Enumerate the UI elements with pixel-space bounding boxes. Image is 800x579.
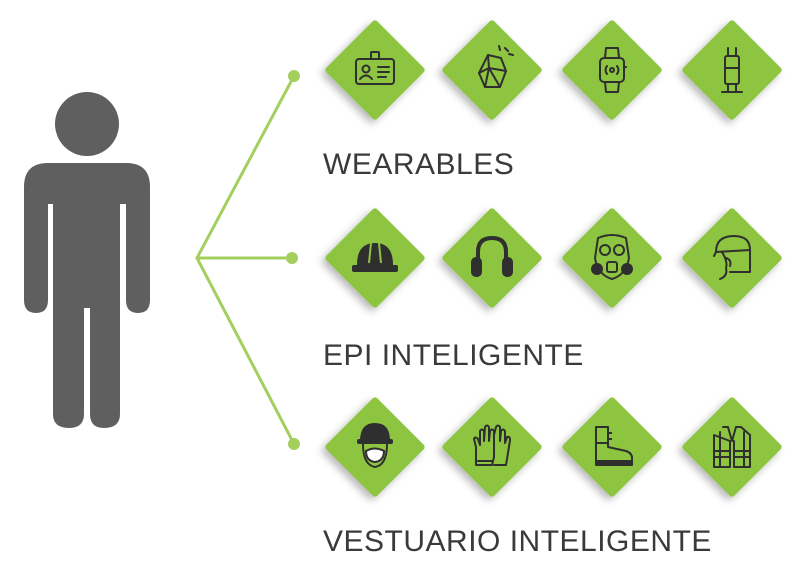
- person-icon: [24, 92, 150, 428]
- tile: [682, 208, 782, 308]
- connector-dots: [286, 70, 300, 450]
- tile-row-wearables: [325, 20, 782, 120]
- section-label-vestuario-inteligente: VESTUARIO INTELIGENTE: [323, 525, 712, 558]
- connector-dot: [286, 252, 298, 264]
- tile: [682, 397, 782, 497]
- connector-line-wearables: [195, 74, 296, 260]
- tile: [562, 208, 662, 308]
- id-badge-icon: [355, 51, 395, 85]
- smartwatch-icon: [599, 47, 627, 93]
- fitness-band-icon: [721, 47, 743, 93]
- tile-row-vestuario: [325, 397, 782, 497]
- tile: [682, 20, 782, 120]
- gas-mask-icon: [591, 234, 633, 280]
- tile-row-epi: [325, 208, 782, 308]
- tile: [325, 397, 425, 497]
- ear-muffs-icon: [471, 235, 513, 277]
- tile: [562, 397, 662, 497]
- connector-dot: [288, 438, 300, 450]
- tile: [325, 20, 425, 120]
- face-shield-icon: [713, 235, 751, 280]
- safety-boot-icon: [595, 426, 633, 466]
- tile: [442, 20, 542, 120]
- hard-hat-icon: [352, 242, 398, 272]
- tile: [442, 208, 542, 308]
- connector-dot: [288, 70, 300, 82]
- connector-lines: [195, 74, 296, 446]
- section-label-epi-inteligente: EPI INTELIGENTE: [323, 339, 584, 372]
- tile: [325, 208, 425, 308]
- helmet-respirator-icon: [357, 423, 393, 469]
- smart-stone-icon: [478, 45, 514, 88]
- tile: [562, 20, 662, 120]
- tile: [442, 397, 542, 497]
- safety-vest-icon: [713, 426, 751, 468]
- section-label-wearables: WEARABLES: [323, 148, 515, 181]
- connector-line-vestuario: [195, 256, 296, 446]
- gloves-icon: [473, 424, 511, 466]
